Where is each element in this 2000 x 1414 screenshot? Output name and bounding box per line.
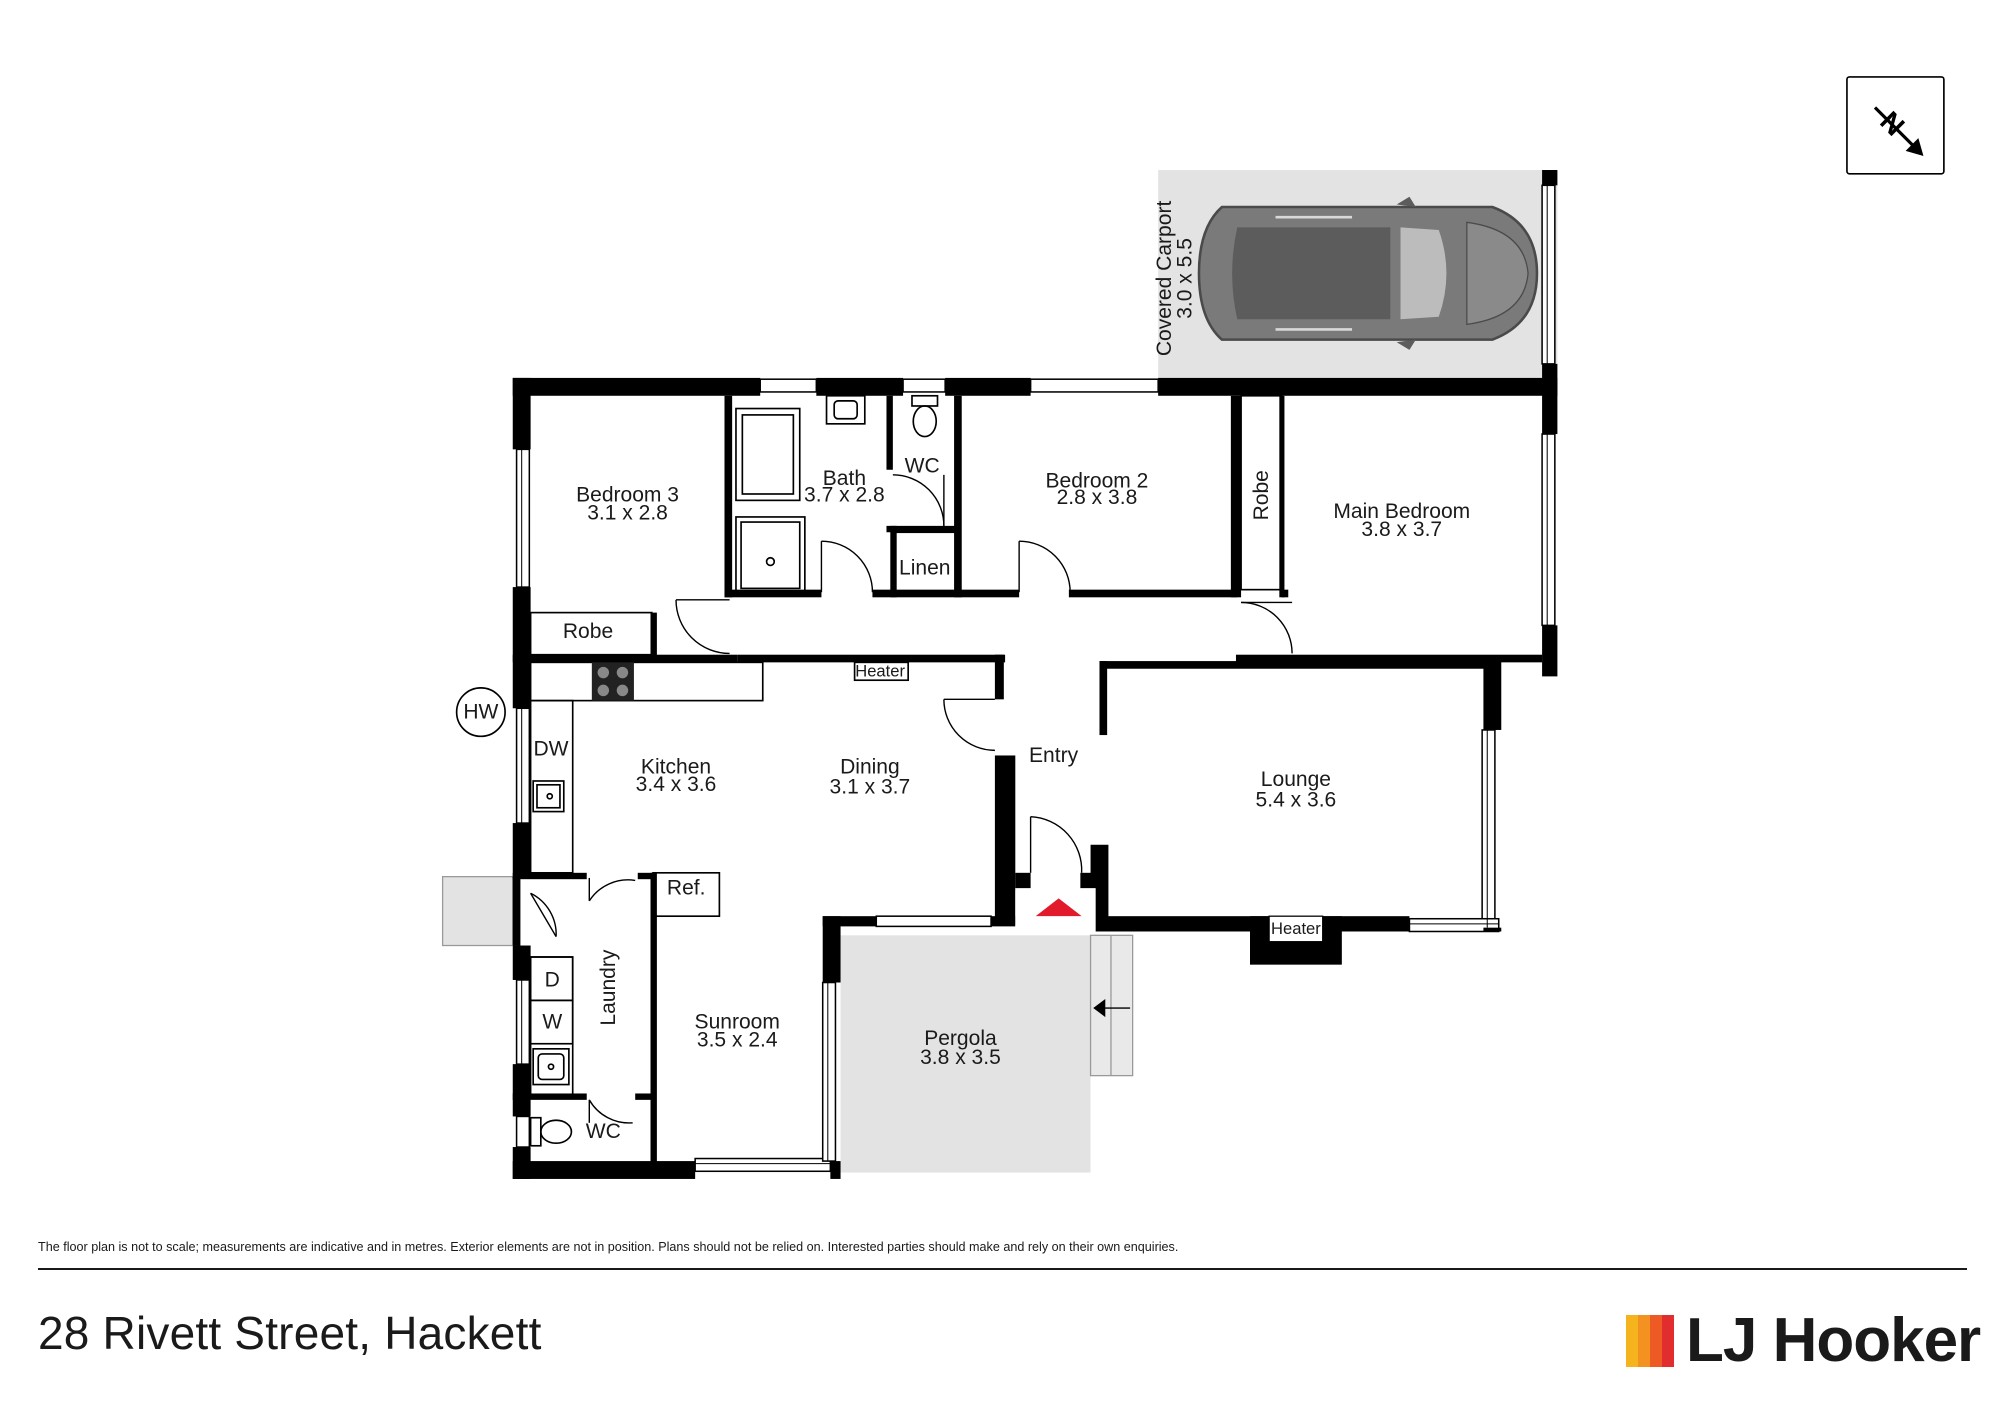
- dw-label: DW: [533, 737, 568, 760]
- kitchen-name: Kitchen: [641, 755, 711, 778]
- wc-upper-label: WC: [905, 454, 940, 477]
- cooktop-icon: [591, 662, 634, 701]
- footer-divider: [38, 1268, 1967, 1270]
- heater-dining-label: Heater: [855, 661, 905, 680]
- carport-name: Covered Carport: [1153, 201, 1176, 357]
- bedroom3-size: 3.1 x 2.8: [587, 501, 668, 524]
- brand-stripes-icon: [1626, 1315, 1674, 1367]
- windows: [515, 184, 1556, 1173]
- toilet-lower-icon: [529, 1116, 542, 1147]
- linen-box: [892, 531, 958, 595]
- shower-icon: [735, 516, 806, 595]
- kitchen-bench-side: [529, 699, 574, 874]
- dining-name: Dining: [840, 755, 900, 778]
- lj-hooker-logo-icon: LJ Hooker: [1626, 1303, 1981, 1379]
- heater-dining-box: [853, 661, 909, 682]
- main-bedroom-size: 3.8 x 3.7: [1361, 518, 1442, 541]
- car-icon: [1197, 196, 1539, 350]
- bedroom2-name: Bedroom 2: [1045, 470, 1148, 493]
- hot-water-icon: [455, 687, 506, 738]
- washer-label: W: [542, 1010, 562, 1033]
- walls: [512, 170, 1558, 1179]
- linen-label: Linen: [899, 556, 950, 579]
- entry-label: Entry: [1029, 744, 1079, 767]
- pergola-area: [840, 935, 1091, 1173]
- hw-step-area: [441, 876, 514, 947]
- heater-lounge-label: Heater: [1271, 919, 1321, 938]
- dryer-label: D: [545, 968, 560, 991]
- pergola-name: Pergola: [924, 1027, 997, 1050]
- entry-marker-icon: [1035, 898, 1082, 917]
- toilet-upper-icon: [911, 394, 939, 407]
- kitchen-bench: [529, 661, 764, 702]
- door-swings: [530, 474, 1293, 1124]
- sunroom-size: 3.5 x 2.4: [697, 1028, 778, 1051]
- lounge-name: Lounge: [1261, 768, 1331, 791]
- property-address: 28 Rivett Street, Hackett: [38, 1307, 542, 1359]
- robe-main-box: [1240, 394, 1283, 591]
- bath-size: 3.7 x 2.8: [804, 484, 885, 507]
- bedroom2-size: 2.8 x 3.8: [1057, 486, 1138, 509]
- main-bedroom-name: Main Bedroom: [1333, 500, 1470, 523]
- kitchen-sink-icon: [532, 780, 565, 813]
- bath-name: Bath: [823, 467, 866, 490]
- robe-main-label: Robe: [1250, 470, 1273, 520]
- disclaimer-text: The floor plan is not to scale; measurem…: [38, 1240, 1179, 1254]
- dining-size: 3.1 x 3.7: [830, 776, 911, 799]
- brand-name: LJ Hooker: [1686, 1306, 1981, 1375]
- kitchen-size: 3.4 x 3.6: [636, 773, 717, 796]
- lounge-size: 5.4 x 3.6: [1256, 788, 1337, 811]
- ref-label: Ref.: [667, 876, 706, 899]
- robe-b3-label: Robe: [563, 620, 613, 643]
- wc-lower-label: WC: [586, 1120, 621, 1143]
- bathtub-icon: [735, 407, 801, 502]
- laundry-label: Laundry: [597, 949, 620, 1025]
- hw-label: HW: [463, 700, 498, 723]
- carport-size: 3.0 x 5.5: [1173, 238, 1196, 319]
- robe-b3-box: [529, 611, 653, 656]
- laundry-sink-icon: [532, 1048, 570, 1086]
- basin-icon: [825, 394, 866, 425]
- ref-box: [652, 871, 721, 918]
- bedroom3-name: Bedroom 3: [576, 484, 679, 507]
- north-arrow-icon: N: [1846, 76, 1945, 175]
- sunroom-name: Sunroom: [695, 1010, 780, 1033]
- pergola-size: 3.8 x 3.5: [920, 1046, 1001, 1069]
